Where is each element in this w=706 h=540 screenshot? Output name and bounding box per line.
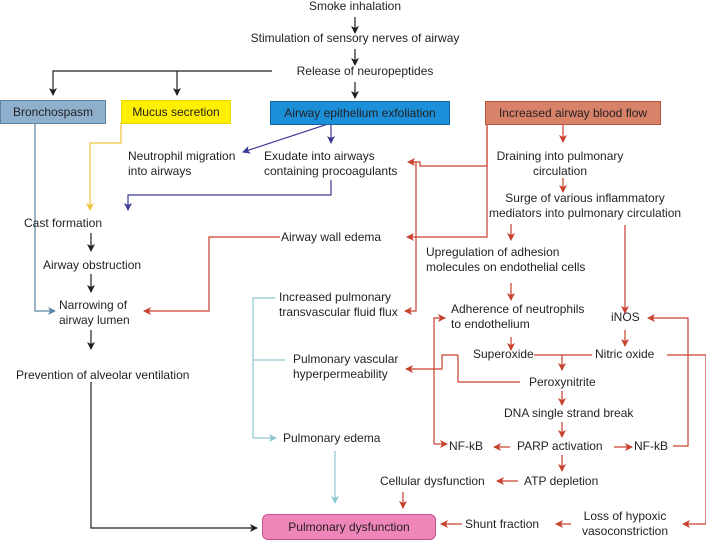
- node-prevention: Prevention of alveolar ventilation: [16, 368, 190, 382]
- line-teal-bracket: [252, 297, 275, 438]
- node-cast-formation: Cast formation: [24, 216, 103, 230]
- node-smoke-inhalation: Smoke inhalation: [308, 0, 402, 13]
- arrow-bronchospasm-narrowing: [34, 122, 56, 315]
- arrow-mucus-cast: [86, 122, 122, 211]
- box-epithelium-exfoliation: Airway epithelium exfoliation: [270, 101, 450, 125]
- arrow-release-bronchospasm: [49, 70, 272, 96]
- node-peroxynitrite: Peroxynitrite: [529, 375, 596, 389]
- arrow-walledema-to-narrowing: [143, 236, 280, 315]
- arrow-nfkb-right-inos: [647, 314, 689, 447]
- node-airway-wall-edema: Airway wall edema: [281, 230, 382, 244]
- node-superoxide: Superoxide: [473, 347, 534, 361]
- node-nfkb-right: NF-kB: [634, 439, 668, 453]
- arrow-adherence-loop-nfkb: [433, 314, 446, 444]
- arrow-nitric-loss: [667, 354, 706, 528]
- box-pulmonary-dysfunction: Pulmonary dysfunction: [262, 514, 436, 540]
- node-parp-activation: PARP activation: [517, 439, 603, 453]
- arrow-prevention-dysfunction: [90, 382, 258, 532]
- arrow-epithelium-neutrophil: [242, 123, 329, 154]
- arrow-bloodflow-walledema: [406, 124, 488, 241]
- box-increased-blood-flow: Increased airway blood flow: [485, 101, 661, 125]
- box-bronchospasm: Bronchospasm: [0, 100, 106, 124]
- node-inos: iNOS: [611, 310, 640, 324]
- node-airway-obstruction: Airway obstruction: [43, 258, 142, 272]
- arrow-to-hyperperm: [405, 354, 458, 373]
- arrow-superoxide-hyperperm: [457, 355, 520, 383]
- node-pulmonary-edema: Pulmonary edema: [283, 431, 381, 445]
- node-nfkb-left: NF-kB: [449, 439, 483, 453]
- node-dna-break: DNA single strand break: [504, 406, 634, 420]
- arrow-exudate-cast: [124, 180, 332, 211]
- node-cellular-dysfunction: Cellular dysfunction: [380, 474, 485, 488]
- node-nitric-oxide: Nitric oxide: [595, 347, 655, 361]
- arrow-walledema-narrowing: [404, 162, 417, 315]
- box-mucus-secretion: Mucus secretion: [121, 100, 231, 124]
- node-atp-depletion: ATP depletion: [524, 474, 599, 488]
- node-shunt-fraction: Shunt fraction: [465, 517, 540, 531]
- node-release-neuropeptides: Release of neuropeptides: [296, 64, 434, 78]
- node-stimulation: Stimulation of sensory nerves of airway: [250, 31, 460, 45]
